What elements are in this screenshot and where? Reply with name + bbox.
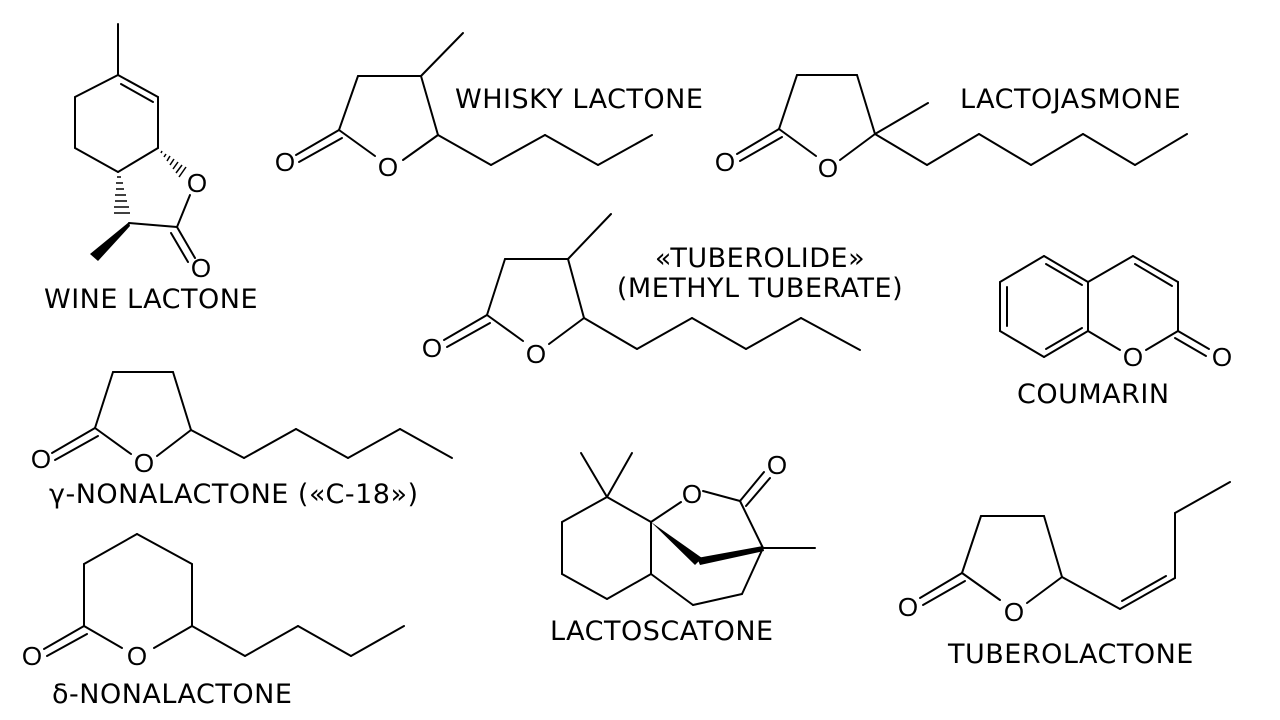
structure-whisky-lactone: O O <box>275 32 653 182</box>
label-tuberolide: «TUBEROLIDE» (METHYL TUBERATE) <box>590 244 930 303</box>
oxygen-atom: O <box>1123 342 1143 372</box>
oxygen-atom: O <box>422 333 442 363</box>
oxygen-atom: O <box>818 153 838 183</box>
label-whisky-lactone: WHISKY LACTONE <box>455 84 704 115</box>
label-tuberolide-name: «TUBEROLIDE» <box>654 243 866 274</box>
oxygen-atom: O <box>526 339 546 369</box>
oxygen-atom: O <box>898 592 918 622</box>
structure-wine-lactone: O O <box>74 23 211 283</box>
oxygen-atom: O <box>187 168 207 198</box>
label-lactojasmone: LACTOJASMONE <box>960 84 1182 115</box>
oxygen-atom: O <box>127 641 147 671</box>
label-coumarin: COUMARIN <box>1017 379 1170 410</box>
label-delta-nonalactone: δ-NONALACTONE <box>52 679 293 710</box>
label-gamma-nonalactone: γ-NONALACTONE («C-18») <box>49 479 419 510</box>
label-lactoscatone: LACTOSCATONE <box>550 616 774 647</box>
oxygen-atom: O <box>134 448 154 478</box>
structure-gamma-nonalactone: O O <box>31 371 453 478</box>
structure-delta-nonalactone: O O <box>22 533 405 671</box>
structure-lactojasmone: O O <box>715 74 1188 183</box>
structure-coumarin: O O <box>999 255 1232 372</box>
oxygen-atom: O <box>191 253 211 283</box>
oxygen-atom: O <box>1004 597 1024 627</box>
label-tuberolactone: TUBEROLACTONE <box>948 639 1194 670</box>
structure-tuberolactone: O O <box>898 481 1231 627</box>
structure-lactoscatone: O O <box>561 450 816 606</box>
oxygen-atom: O <box>275 147 295 177</box>
oxygen-atom: O <box>31 444 51 474</box>
label-wine-lactone: WINE LACTONE <box>44 284 259 315</box>
oxygen-atom: O <box>378 152 398 182</box>
oxygen-atom: O <box>715 147 735 177</box>
oxygen-atom: O <box>22 641 42 671</box>
oxygen-atom: O <box>767 450 787 480</box>
label-tuberolide-alt-name: (METHYL TUBERATE) <box>616 272 904 304</box>
oxygen-atom: O <box>682 479 702 509</box>
structure-tuberolide: O O <box>422 213 861 369</box>
oxygen-atom: O <box>1212 342 1232 372</box>
